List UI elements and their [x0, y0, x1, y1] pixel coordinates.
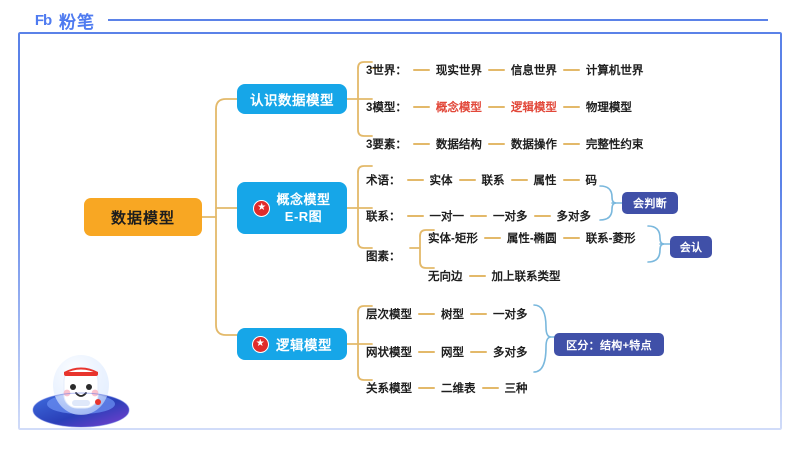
branch-node-understand[interactable]: 认识数据模型: [237, 84, 347, 114]
leaf-row: 关系模型 二维表 三种: [366, 380, 528, 396]
connector-dash-icon: [406, 215, 424, 217]
leaf-item: 信息世界: [510, 65, 557, 77]
connector-dash-icon: [562, 143, 580, 145]
leaf-item: 一对多: [493, 211, 528, 223]
leaf-item: 加上联系类型: [491, 271, 561, 283]
leaf-row: 网状模型 网型 多对多: [366, 344, 528, 360]
branch-node-conceptual-line1: 概念模型: [276, 191, 331, 207]
connector-dash-icon: [562, 237, 580, 239]
brand-logo: Fb 粉笔: [32, 8, 95, 33]
page-frame: [18, 32, 782, 430]
branch-node-conceptual-label: 概念模型 E-R图: [276, 191, 330, 225]
leaf-item: 联系-菱形: [585, 233, 636, 245]
header-divider: [108, 19, 768, 21]
leaf-item: 一对多: [493, 309, 528, 321]
connector-dash-icon: [470, 215, 487, 217]
connector-dash-icon: [481, 387, 499, 389]
leaf-row: 无向边 加上联系类型: [428, 268, 561, 284]
fenbi-logo-icon: Fb: [34, 12, 52, 29]
leaf-item: 物理模型: [585, 102, 632, 114]
connector-dash-icon: [458, 179, 476, 181]
connector-dash-icon: [412, 69, 430, 71]
mascot-illustration: [32, 355, 130, 428]
connector-dash-icon: [406, 179, 424, 181]
leaf-item: 计算机世界: [585, 65, 644, 77]
leaf-item: 无向边: [428, 271, 463, 283]
connector-dash-icon: [418, 351, 435, 353]
leaf-row: 3世界： 现实世界 信息世界 计算机世界: [366, 62, 643, 78]
branch-node-logical[interactable]: ★ 逻辑模型: [237, 328, 347, 360]
connector-dash-icon: [510, 179, 528, 181]
leaf-item: 树型: [441, 309, 464, 321]
leaf-row-lead: 3模型：: [366, 102, 407, 114]
leaf-item: 实体-矩形: [428, 233, 478, 245]
connector-dash-icon: [562, 106, 580, 108]
leaf-item: 关系模型: [366, 383, 412, 395]
connector-dash-icon: [470, 351, 487, 353]
connector-dash-icon: [533, 215, 551, 217]
leaf-item: 三种: [504, 383, 528, 395]
root-node[interactable]: 数据模型: [84, 198, 202, 236]
connector-dash-icon: [487, 69, 505, 71]
leaf-row: 3要素： 数据结构 数据操作 完整性约束: [366, 136, 643, 152]
badge-judge-label: 会判断: [633, 198, 667, 210]
leaf-item: 多对多: [493, 347, 528, 359]
badge-judge[interactable]: 会判断: [622, 192, 678, 214]
branch-node-understand-label: 认识数据模型: [250, 93, 334, 108]
leaf-row-lead: 3世界：: [366, 65, 407, 77]
leaf-row: 联系： 一对一 一对多 多对多: [366, 208, 591, 224]
branch-node-conceptual-line2: E-R图: [284, 209, 323, 224]
leaf-row-lead: 术语：: [366, 175, 401, 187]
connector-dash-icon: [487, 143, 505, 145]
star-icon: ★: [252, 335, 269, 353]
badge-know[interactable]: 会认: [670, 236, 712, 258]
leaf-row: 实体-矩形 属性-椭圆 联系-菱形: [428, 230, 636, 246]
leaf-row: 层次模型 树型 一对多: [366, 306, 528, 322]
leaf-item: 现实世界: [435, 65, 482, 77]
badge-differentiate-label: 区分：结构+特点: [566, 339, 652, 352]
leaf-row: 图素：: [366, 248, 401, 264]
branch-node-conceptual[interactable]: ★ 概念模型 E-R图: [237, 182, 347, 234]
leaf-row-lead: 图素：: [366, 251, 401, 263]
leaf-item: 网状模型: [366, 347, 412, 359]
leaf-row: 3模型： 概念模型 逻辑模型 物理模型: [366, 99, 632, 115]
connector-dash-icon: [562, 69, 580, 71]
leaf-item: 属性-椭圆: [506, 233, 557, 245]
connector-dash-icon: [418, 387, 435, 389]
leaf-item: 码: [585, 175, 598, 187]
connector-dash-icon: [487, 106, 505, 108]
connector-dash-icon: [483, 237, 501, 239]
leaf-item: 多对多: [556, 211, 592, 223]
badge-know-label: 会认: [679, 242, 703, 254]
branch-node-logical-label: 逻辑模型: [276, 338, 332, 353]
badge-differentiate[interactable]: 区分：结构+特点: [554, 333, 664, 356]
leaf-row: 术语： 实体 联系 属性 码: [366, 172, 597, 188]
leaf-item: 数据结构: [435, 139, 482, 151]
connector-dash-icon: [412, 106, 430, 108]
leaf-row-lead: 联系：: [366, 211, 401, 223]
leaf-item: 二维表: [441, 383, 476, 395]
connector-dash-icon: [412, 143, 430, 145]
leaf-item: 网型: [441, 347, 464, 359]
root-node-label: 数据模型: [110, 209, 175, 227]
connector-dash-icon: [562, 179, 580, 181]
connector-dash-icon: [418, 313, 435, 315]
leaf-item: 属性: [533, 175, 557, 187]
star-icon: ★: [253, 199, 271, 217]
brand-name: 粉笔: [59, 13, 95, 32]
leaf-item: 数据操作: [510, 139, 557, 151]
leaf-item: 完整性约束: [585, 139, 644, 151]
leaf-item: 联系: [481, 175, 505, 187]
connector-dash-icon: [468, 275, 486, 277]
leaf-item: 一对一: [429, 211, 465, 223]
leaf-item: 逻辑模型: [510, 102, 557, 114]
leaf-item: 概念模型: [435, 102, 482, 114]
leaf-item: 层次模型: [366, 309, 412, 321]
leaf-item: 实体: [429, 175, 453, 187]
leaf-row-lead: 3要素：: [366, 139, 407, 151]
connector-dash-icon: [470, 313, 487, 315]
